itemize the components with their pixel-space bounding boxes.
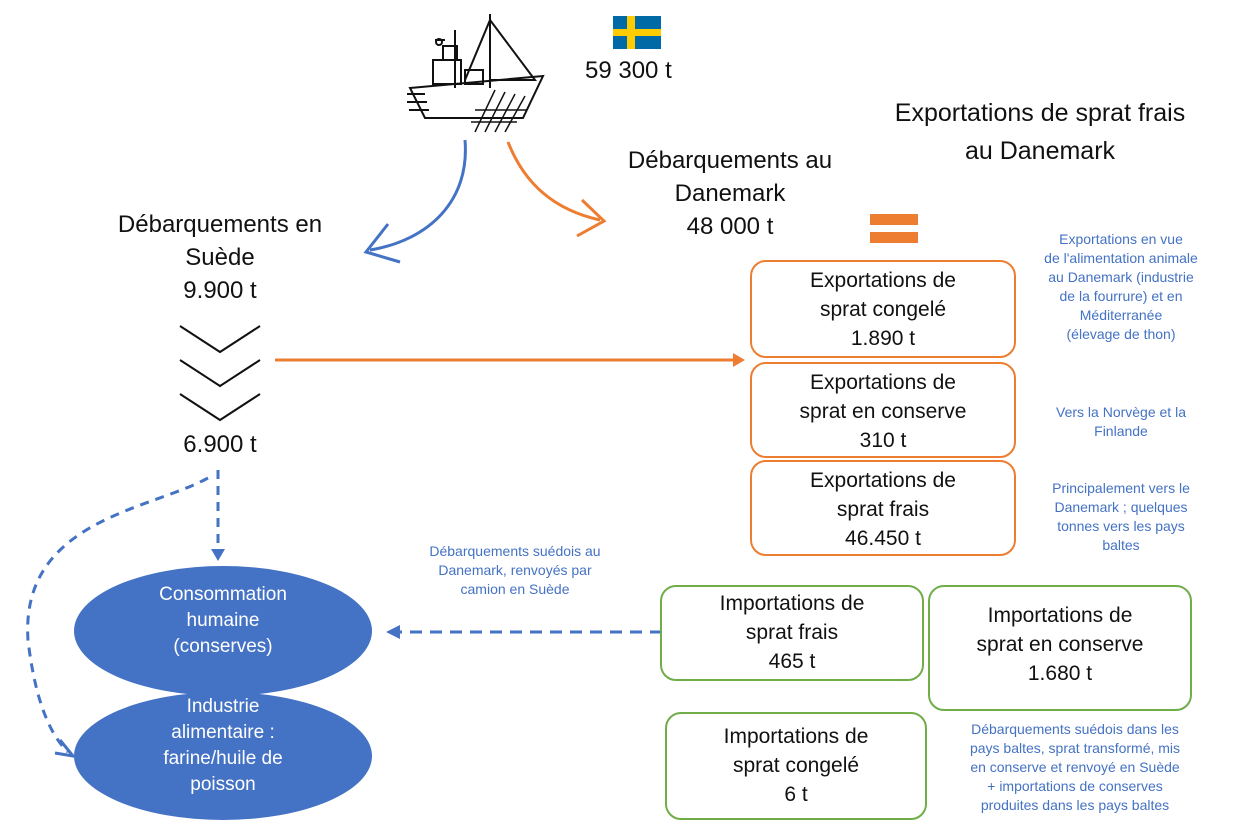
dashed-curve-to-industry-head (54, 739, 77, 759)
import-fresh-box: Importations de sprat frais 465 t (660, 585, 924, 681)
import-canned-value: 1.680 t (1027, 662, 1093, 685)
import-frozen-value: 6 t (784, 783, 808, 806)
chevron-2 (179, 359, 261, 388)
landings-sweden-value: 9.900 t (183, 277, 257, 304)
export-fresh-note: Principalement vers le Danemark ; quelqu… (1052, 480, 1190, 553)
after-export-value: 6.900 t (183, 431, 257, 458)
dashed-arrow-to-consumption-head (211, 549, 225, 561)
imports-canned-note: Débarquements suédois dans les pays balt… (969, 721, 1181, 813)
fresh-exports-title: Exportations de sprat frais au Danemark (894, 99, 1186, 165)
arrow-to-denmark-landings-head (576, 198, 607, 238)
export-canned-note: Vers la Norvège et la Finlande (1056, 404, 1186, 439)
export-frozen-box: Exportations de sprat congelé 1.890 t (750, 260, 1016, 358)
sweden-flag-icon (613, 16, 661, 49)
export-fresh-value: 46.450 t (845, 527, 921, 550)
export-fresh-box: Exportations de sprat frais 46.450 t (750, 460, 1016, 556)
imports-fresh-note: Débarquements suédois au Danemark, renvo… (429, 543, 601, 597)
landings-sweden-label: Débarquements en Suède 9.900 t (80, 208, 360, 307)
import-fresh-value: 465 t (768, 650, 816, 673)
export-frozen-value: 1.890 t (850, 327, 916, 350)
chevron-1 (179, 325, 261, 354)
equals-icon (870, 214, 918, 244)
sweden-total: 59 300 t (585, 57, 672, 84)
export-canned-box: Exportations de sprat en conserve 310 t (750, 362, 1016, 458)
fishing-boat-icon (407, 14, 545, 133)
export-frozen-note: Exportations en vue de l'alimentation an… (1044, 231, 1198, 342)
export-canned-value: 310 t (859, 429, 907, 452)
dashed-arrow-imports-to-consumption-head (386, 625, 400, 639)
arrow-to-denmark-landings (506, 141, 601, 222)
dashed-curve-to-industry (26, 476, 209, 754)
arrow-to-sweden-landings (369, 139, 467, 252)
landings-denmark-value: 48 000 t (686, 213, 774, 240)
consumption-ellipse: Consommation humaine (conserves) (74, 566, 372, 696)
industry-ellipse: Industrie alimentaire : farine/huile de … (74, 692, 372, 820)
landings-denmark-label: Débarquements au Danemark 48 000 t (590, 144, 870, 243)
import-canned-box: Importations de sprat en conserve 1.680 … (928, 585, 1192, 711)
arrow-to-sweden-landings-head (363, 223, 401, 264)
chevron-3 (179, 393, 261, 422)
arrow-to-exports-head (733, 353, 745, 367)
import-frozen-box: Importations de sprat congelé 6 t (665, 712, 927, 820)
